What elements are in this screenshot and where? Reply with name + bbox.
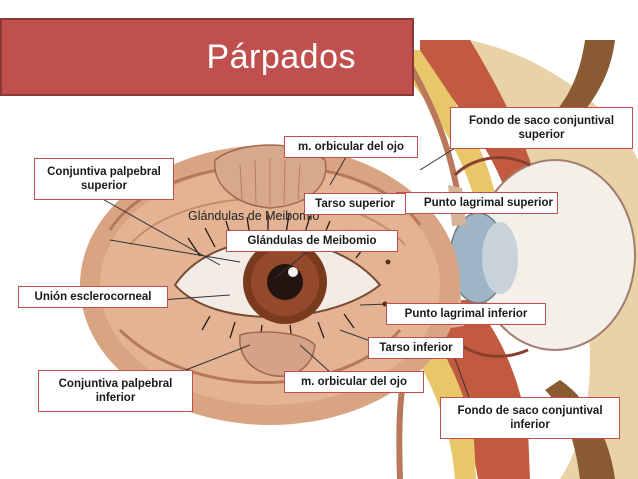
label-fondo-saco-inferior: Fondo de saco conjuntival inferior <box>440 397 620 439</box>
meibomio-overlay-text: Glándulas de Meibomio <box>188 209 320 223</box>
title-banner: Párpados <box>0 18 414 96</box>
label-union-esclerocorneal: Unión esclerocorneal <box>18 286 168 308</box>
label-tarso-superior: Tarso superior <box>304 193 406 215</box>
label-punto-lagrimal-inferior: Punto lagrimal inferior <box>386 303 546 325</box>
label-conjuntiva-inferior: Conjuntiva palpebral inferior <box>38 370 193 412</box>
label-punto-lagrimal-superior: Punto lagrimal superior <box>396 192 558 214</box>
label-conjuntiva-superior: Conjuntiva palpebral superior <box>34 158 174 200</box>
label-orbicular-superior: m. orbicular del ojo <box>284 136 418 158</box>
frontal-eye-view <box>80 144 460 425</box>
label-tarso-inferior: Tarso inferior <box>368 337 464 359</box>
label-glandulas-meibomio: Glándulas de Meibomio <box>226 230 398 252</box>
page-title: Párpados <box>206 37 356 76</box>
label-fondo-saco-superior: Fondo de saco conjuntival superior <box>450 107 633 149</box>
label-orbicular-inferior: m. orbicular del ojo <box>284 371 424 393</box>
